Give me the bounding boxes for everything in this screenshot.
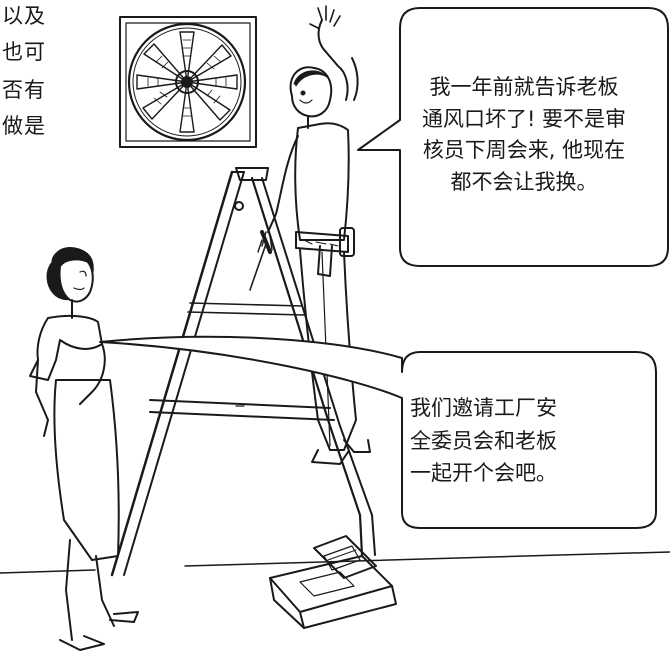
worker-figure — [249, 5, 371, 465]
side-text-line: 否有 — [2, 78, 46, 102]
woman-figure — [29, 247, 139, 651]
step-ladder — [110, 167, 376, 577]
speech-line: 核员下周会来, 他现在 — [422, 138, 626, 162]
worker-speech-text: 我一年前就告诉老板 通风口坏了! 要不是审 核员下周会来, 他现在 都不会让我换… — [398, 72, 650, 198]
speech-line: 都不会让我换。 — [450, 169, 598, 194]
speech-line: 我们邀请工厂安 — [410, 396, 557, 420]
speech-line: 全委员会和老板 — [410, 428, 557, 453]
side-text-line: 做是 — [2, 114, 46, 138]
side-text-line: 也可 — [2, 40, 46, 64]
speech-line: 我一年前就告诉老板 — [429, 75, 619, 99]
worker-speech-bubble — [357, 7, 669, 267]
speech-line: 通风口坏了! 要不是审 — [421, 106, 627, 131]
woman-speech-text: 我们邀请工厂安 全委员会和老板 一起开个会吧。 — [410, 392, 610, 490]
toolbox — [269, 535, 397, 629]
side-text-line: 以及 — [2, 4, 46, 28]
ventilation-fan — [119, 16, 257, 148]
woman-speech-bubble — [99, 335, 657, 529]
floor-line — [0, 551, 670, 574]
speech-line: 一起开个会吧。 — [410, 461, 557, 486]
